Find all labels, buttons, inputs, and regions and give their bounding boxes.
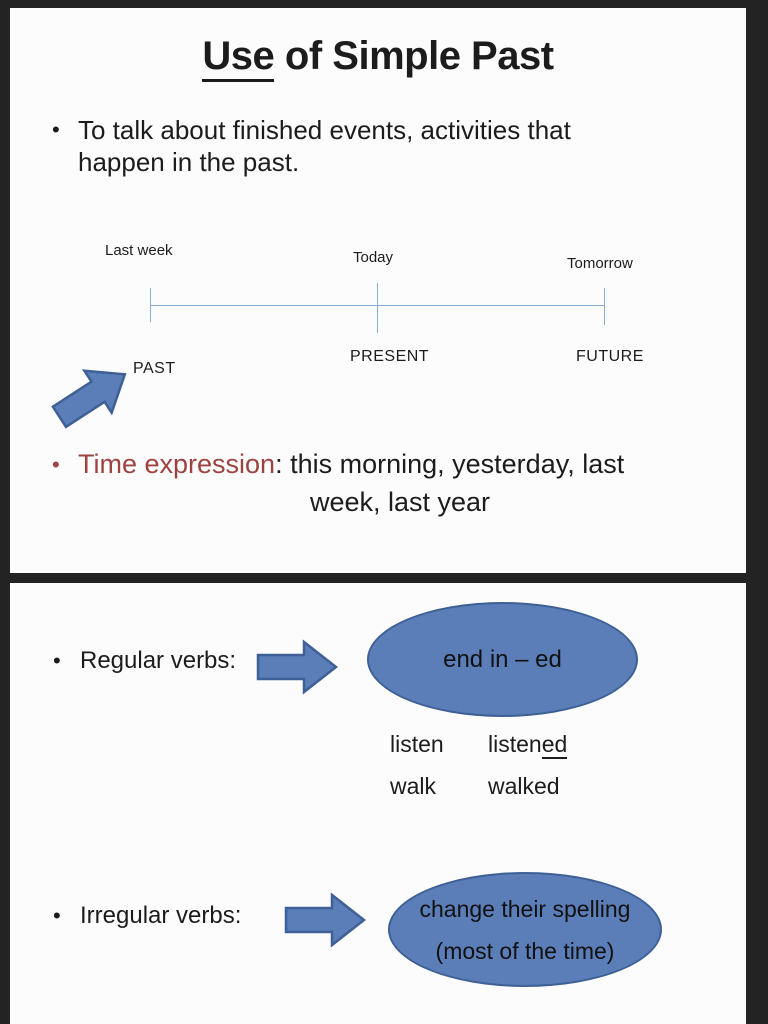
time-expression-line-2: week, last year: [309, 487, 491, 517]
time-expression-lead: Time expression: [78, 449, 276, 479]
ellipse-regular-verbs: end in – ed: [367, 602, 638, 717]
bullet-finished-events-text: To talk about finished events, activitie…: [78, 114, 571, 178]
ellipse-irregular-line-2: (most of the time): [435, 937, 615, 964]
example-past-ending: ed: [541, 731, 568, 759]
bullet-irregular-verbs: • Irregular verbs:: [53, 901, 241, 931]
ellipse-irregular-verbs: change their spelling (most of the time): [388, 872, 662, 987]
ellipse-irregular-line-1: change their spelling: [419, 895, 631, 922]
timeline-tick-future: [604, 288, 605, 325]
arrow-right-icon: [256, 639, 339, 695]
bullet-finished-events: • To talk about finished events, activit…: [52, 114, 571, 178]
bullet-marker: •: [52, 117, 60, 142]
bullet-line-2: happen in the past.: [78, 147, 300, 177]
regular-verbs-label: Regular verbs:: [80, 647, 237, 674]
example-past-stem: listen: [488, 731, 542, 757]
timeline-label-tomorrow: Tomorrow: [567, 255, 633, 272]
time-expression-rest: : this morning, yesterday, last: [275, 449, 625, 479]
example-row-walk: walk walked: [390, 773, 560, 800]
slide-use-of-simple-past: Use of Simple Past • To talk about finis…: [10, 8, 746, 573]
arrow-up-right-icon: [51, 369, 127, 429]
example-base-verb: walk: [390, 773, 437, 799]
bullet-marker: •: [52, 452, 60, 477]
bullet-marker: •: [53, 903, 61, 928]
timeline-tick-past: [150, 288, 151, 322]
timeline-tick-present: [377, 283, 378, 333]
bullet-regular-verbs: • Regular verbs:: [53, 646, 236, 676]
bullet-line-1: To talk about finished events, activitie…: [78, 115, 571, 145]
timeline-label-past: PAST: [133, 360, 176, 377]
title-underlined-word: Use: [202, 34, 275, 82]
bullet-time-expression: • Time expression: this morning, yesterd…: [52, 448, 624, 481]
timeline-label-last-week: Last week: [105, 242, 173, 259]
bullet-time-expression-text: Time expression: this morning, yesterday…: [78, 448, 624, 481]
irregular-verbs-label: Irregular verbs:: [80, 902, 242, 929]
slide-title: Use of Simple Past: [10, 34, 746, 82]
title-rest: of Simple Past: [274, 34, 554, 78]
timeline-label-today: Today: [353, 249, 394, 266]
example-base-verb: listen: [390, 731, 444, 757]
timeline-label-future: FUTURE: [576, 348, 644, 365]
arrow-right-icon: [284, 892, 367, 948]
example-past-verb: walked: [488, 773, 560, 799]
slide-regular-irregular-verbs: • Regular verbs: end in – ed listen liste…: [10, 583, 746, 1024]
ellipse-regular-text: end in – ed: [443, 645, 562, 673]
timeline-label-present: PRESENT: [350, 348, 430, 365]
bullet-marker: •: [53, 648, 61, 673]
